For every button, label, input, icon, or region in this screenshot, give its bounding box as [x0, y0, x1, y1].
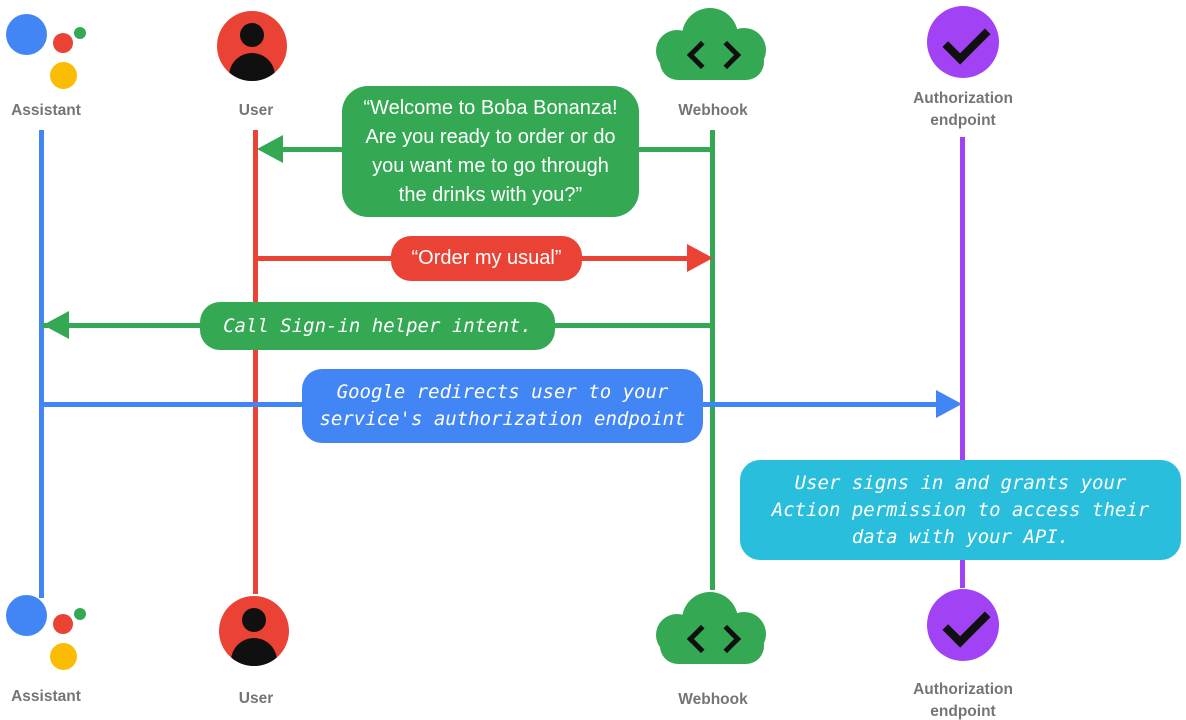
actor-label-auth-top: Authorization endpoint — [913, 90, 1013, 129]
cloud-base — [660, 44, 764, 80]
actor-label-assistant-top: Assistant — [11, 102, 81, 119]
assistant-blue-dot — [6, 14, 47, 55]
arrowhead-right-icon — [687, 244, 713, 272]
actor-label-user-bottom: User — [238, 690, 274, 707]
person-circle-icon — [219, 596, 289, 666]
actor-label-assistant-bottom: Assistant — [11, 688, 81, 705]
actor-label-webhook-bottom: Webhook — [678, 691, 748, 708]
check-circle-icon — [927, 6, 999, 78]
cloud-code-icon — [656, 592, 768, 664]
person-body — [229, 53, 275, 81]
bubble-signin-message: Call Sign-in helper intent. — [200, 302, 555, 350]
person-head — [242, 608, 266, 632]
cloud-base — [660, 628, 764, 664]
person-head — [240, 23, 264, 47]
actor-label-webhook-top: Webhook — [678, 102, 748, 119]
lifeline-webhook — [710, 130, 715, 590]
check-circle-icon — [927, 589, 999, 661]
bubble-welcome-message: “Welcome to Boba Bonanza! Are you ready … — [342, 86, 639, 217]
person-circle-icon — [217, 11, 287, 81]
actor-label-auth-bottom: Authorization endpoint — [913, 681, 1013, 720]
actor-label-user-top: User — [238, 102, 274, 119]
bubble-redirect-message: Google redirects user to your service's … — [302, 369, 703, 443]
checkmark-icon — [942, 599, 991, 648]
assistant-blue-dot — [6, 595, 47, 636]
arrowhead-left-icon — [257, 135, 283, 163]
person-body — [231, 638, 277, 666]
assistant-logo-icon — [6, 595, 94, 673]
bubble-grant-note: User signs in and grants your Action per… — [740, 460, 1181, 560]
lifeline-assistant — [39, 130, 44, 598]
assistant-green-dot — [74, 27, 86, 39]
arrowhead-right-icon — [936, 390, 962, 418]
assistant-green-dot — [74, 608, 86, 620]
cloud-code-icon — [656, 8, 768, 80]
lifeline-user — [253, 130, 258, 594]
assistant-red-dot — [53, 614, 73, 634]
assistant-yellow-dot — [50, 62, 77, 89]
assistant-yellow-dot — [50, 643, 77, 670]
lifeline-authorization-endpoint — [960, 137, 965, 588]
arrowhead-left-icon — [43, 311, 69, 339]
assistant-red-dot — [53, 33, 73, 53]
checkmark-icon — [942, 16, 991, 65]
assistant-logo-icon — [6, 14, 94, 92]
bubble-order-message: “Order my usual” — [391, 236, 582, 281]
